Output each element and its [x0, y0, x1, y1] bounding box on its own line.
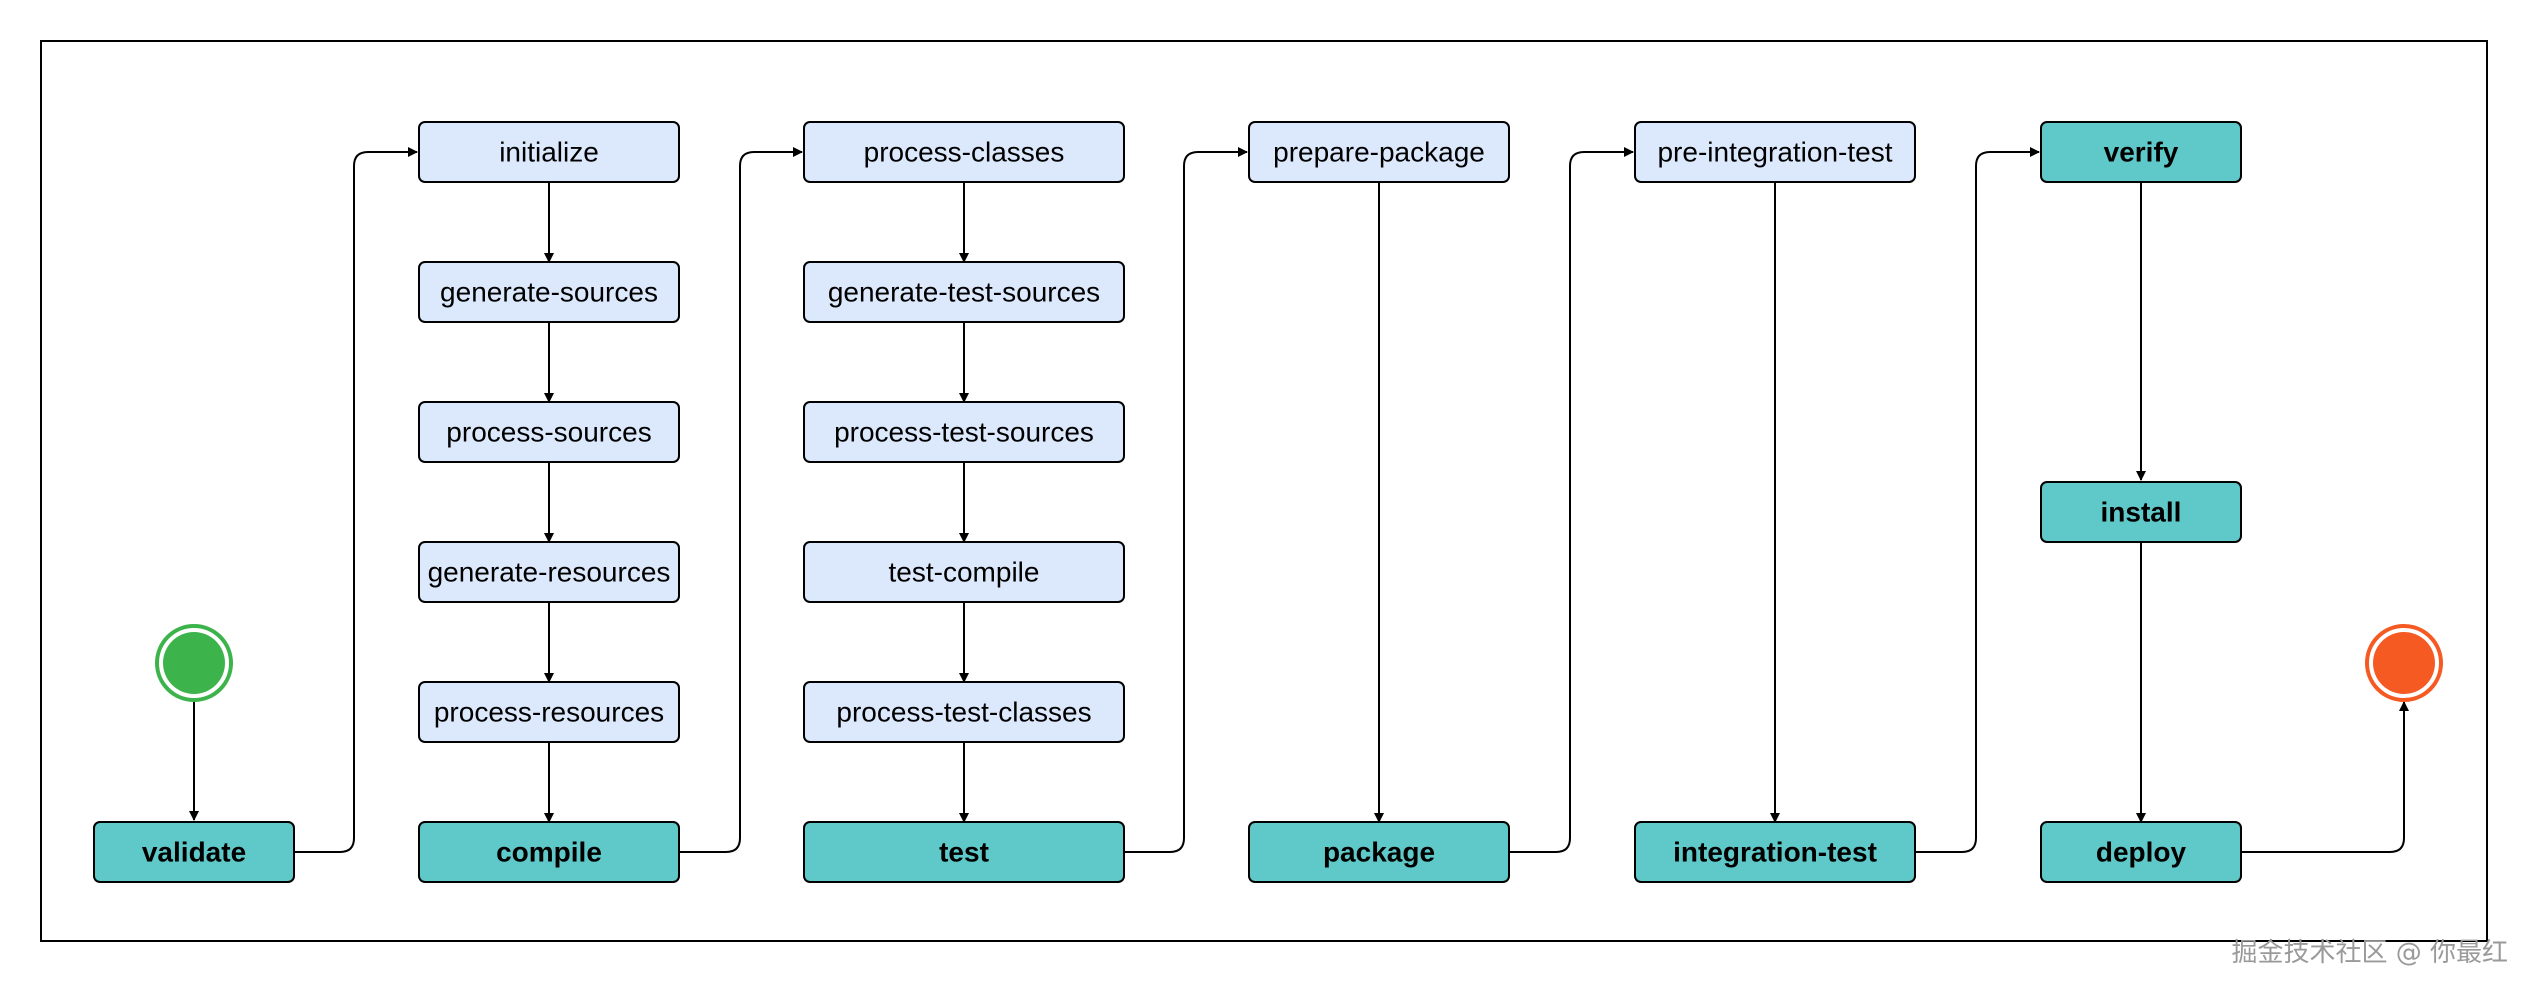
node-process-classes: process-classes	[803, 121, 1125, 183]
node-install: install	[2040, 481, 2242, 543]
end-state	[2365, 624, 2443, 702]
node-generate-resources: generate-resources	[418, 541, 680, 603]
arrow-deploy-to-end	[2241, 701, 2409, 853]
connectors	[189, 147, 2409, 853]
node-process-resources: process-resources	[418, 681, 680, 743]
arrow-integration-test-to-verify	[1915, 147, 2040, 853]
node-validate: validate	[93, 821, 295, 883]
node-compile: compile	[418, 821, 680, 883]
svg-text:process-classes: process-classes	[864, 137, 1065, 168]
node-verify: verify	[2040, 121, 2242, 183]
node-package: package	[1248, 821, 1510, 883]
svg-text:integration-test: integration-test	[1673, 837, 1877, 868]
watermark-text: 掘金技术社区 @ 你最红	[2231, 938, 2508, 968]
node-process-test-sources: process-test-sources	[803, 401, 1125, 463]
svg-text:generate-resources: generate-resources	[428, 557, 671, 588]
node-generate-test-sources: generate-test-sources	[803, 261, 1125, 323]
svg-text:process-test-classes: process-test-classes	[836, 697, 1091, 728]
svg-text:test: test	[939, 837, 989, 868]
svg-text:install: install	[2101, 497, 2182, 528]
node-test-compile: test-compile	[803, 541, 1125, 603]
arrow-test-to-prepare-package	[1124, 147, 1248, 853]
svg-text:deploy: deploy	[2096, 837, 2187, 868]
arrow-compile-to-process-classes	[679, 147, 803, 853]
node-integration-test: integration-test	[1634, 821, 1916, 883]
node-initialize: initialize	[418, 121, 680, 183]
arrow-package-to-pre-integration-test	[1509, 147, 1634, 853]
svg-text:verify: verify	[2104, 137, 2179, 168]
svg-text:validate: validate	[142, 837, 246, 868]
diagram-frame	[40, 40, 2488, 942]
svg-text:generate-sources: generate-sources	[440, 277, 658, 308]
svg-text:generate-test-sources: generate-test-sources	[828, 277, 1100, 308]
svg-text:process-resources: process-resources	[434, 697, 664, 728]
svg-text:process-test-sources: process-test-sources	[834, 417, 1094, 448]
svg-text:process-sources: process-sources	[446, 417, 651, 448]
node-generate-sources: generate-sources	[418, 261, 680, 323]
svg-text:pre-integration-test: pre-integration-test	[1657, 137, 1892, 168]
start-state	[155, 624, 233, 702]
node-test: test	[803, 821, 1125, 883]
svg-text:package: package	[1323, 837, 1435, 868]
node-pre-integration-test: pre-integration-test	[1634, 121, 1916, 183]
svg-text:test-compile: test-compile	[889, 557, 1040, 588]
svg-text:initialize: initialize	[499, 137, 599, 168]
svg-text:prepare-package: prepare-package	[1273, 137, 1485, 168]
node-process-sources: process-sources	[418, 401, 680, 463]
arrow-validate-to-initialize	[294, 147, 418, 853]
svg-text:compile: compile	[496, 837, 602, 868]
node-deploy: deploy	[2040, 821, 2242, 883]
node-process-test-classes: process-test-classes	[803, 681, 1125, 743]
node-prepare-package: prepare-package	[1248, 121, 1510, 183]
